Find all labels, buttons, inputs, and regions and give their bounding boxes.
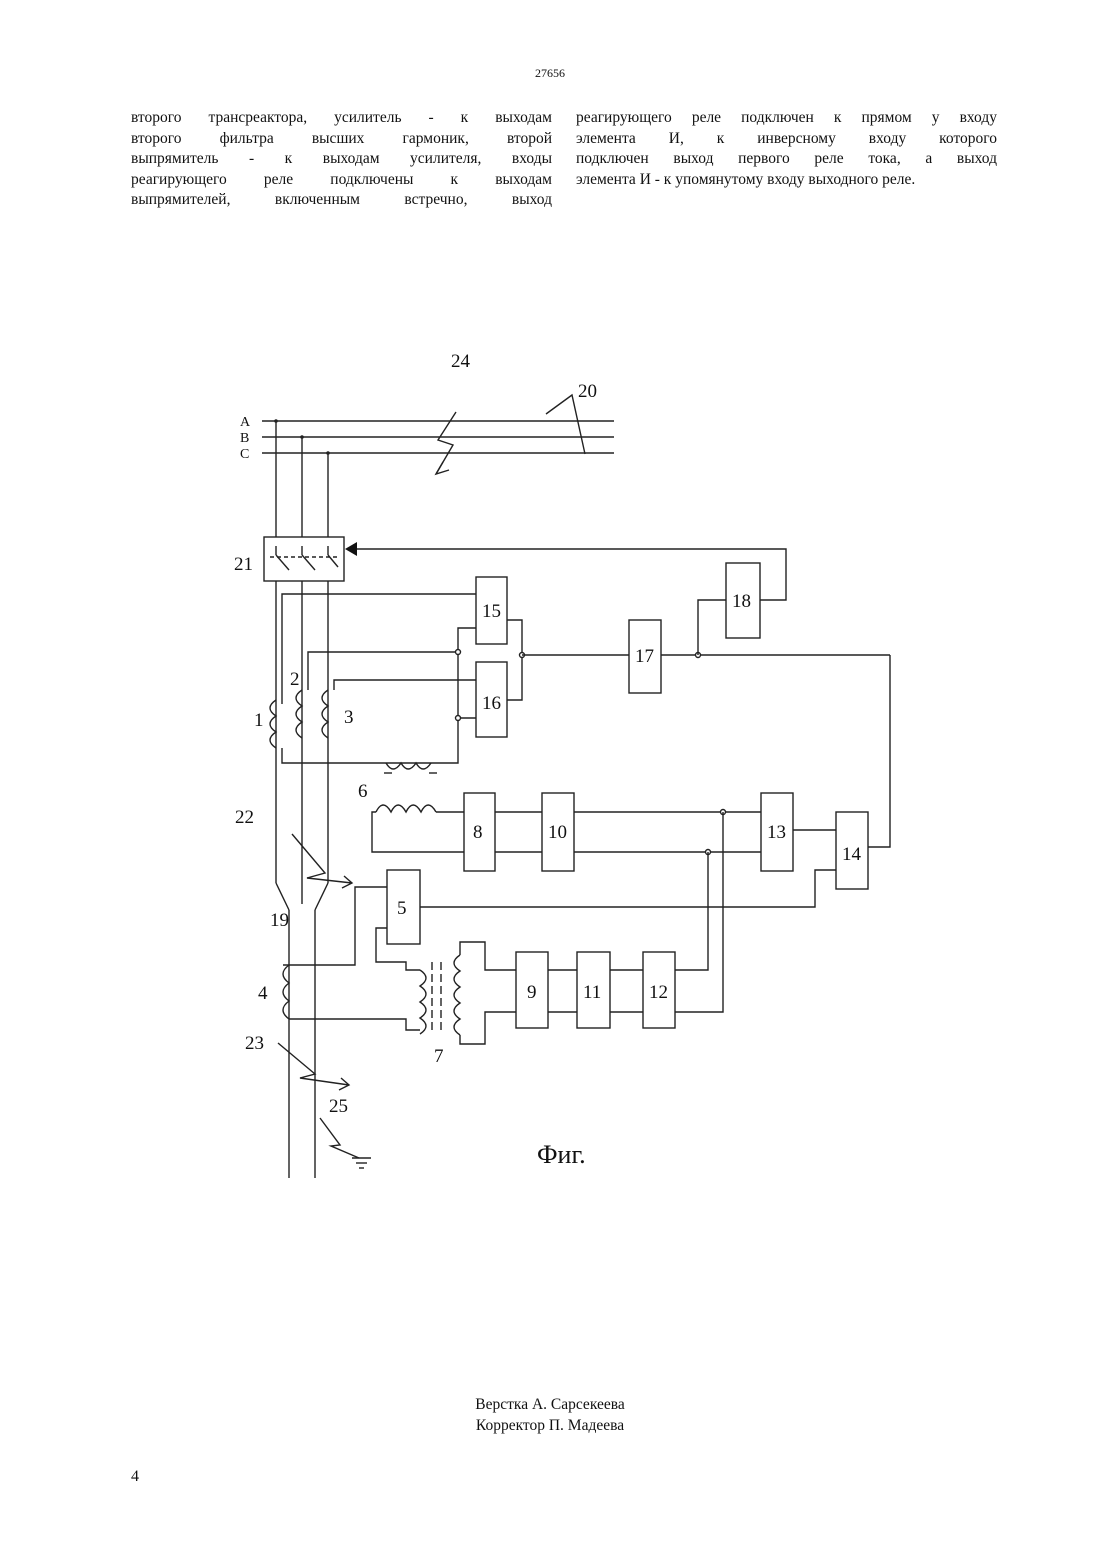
label-13: 13 xyxy=(767,822,786,843)
label-2: 2 xyxy=(290,669,300,690)
phase-label-b: B xyxy=(240,431,249,446)
label-1: 1 xyxy=(254,710,264,731)
label-18: 18 xyxy=(732,591,751,612)
label-7: 7 xyxy=(434,1046,444,1067)
credits: Верстка А. Сарсекеева Корректор П. Мадее… xyxy=(0,1394,1100,1436)
figure-caption: Фиг. xyxy=(537,1140,586,1169)
credit-corrector: Корректор П. Мадеева xyxy=(0,1415,1100,1436)
phase-label-c: C xyxy=(240,447,249,462)
label-4: 4 xyxy=(258,983,268,1004)
label-12: 12 xyxy=(649,982,668,1003)
label-16: 16 xyxy=(482,693,501,714)
label-23: 23 xyxy=(245,1033,264,1054)
label-17: 17 xyxy=(635,646,654,667)
trip-arrow-icon xyxy=(345,542,357,556)
label-20: 20 xyxy=(578,381,597,402)
label-24: 24 xyxy=(451,351,471,372)
label-3: 3 xyxy=(344,707,354,728)
label-6: 6 xyxy=(358,781,368,802)
page-number: 4 xyxy=(131,1468,139,1486)
label-22: 22 xyxy=(235,807,254,828)
label-11: 11 xyxy=(583,982,601,1003)
label-8: 8 xyxy=(473,822,483,843)
label-14: 14 xyxy=(842,844,862,865)
label-19: 19 xyxy=(270,910,289,931)
phase-label-a: A xyxy=(240,415,251,430)
label-25: 25 xyxy=(329,1096,348,1117)
credit-layout: Верстка А. Сарсекеева xyxy=(0,1394,1100,1415)
label-5: 5 xyxy=(397,898,407,919)
label-21: 21 xyxy=(234,554,253,575)
label-15: 15 xyxy=(482,601,501,622)
label-9: 9 xyxy=(527,982,537,1003)
label-10: 10 xyxy=(548,822,567,843)
